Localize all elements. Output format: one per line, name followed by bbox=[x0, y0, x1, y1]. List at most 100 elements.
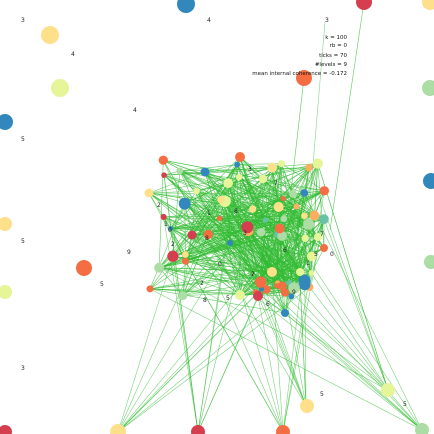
agent-node[interactable] bbox=[415, 423, 429, 434]
cluster-node[interactable] bbox=[319, 214, 329, 225]
cluster-node[interactable] bbox=[258, 286, 265, 292]
cluster-node[interactable] bbox=[300, 189, 309, 197]
cluster-node[interactable] bbox=[235, 290, 245, 300]
agent-node[interactable] bbox=[0, 217, 12, 231]
cluster-node[interactable] bbox=[267, 162, 278, 173]
cluster-node[interactable] bbox=[288, 282, 300, 294]
cluster-node[interactable] bbox=[314, 233, 322, 241]
cluster-node[interactable] bbox=[178, 291, 188, 301]
cluster-node[interactable] bbox=[167, 250, 179, 262]
agent-node[interactable] bbox=[300, 399, 314, 413]
graph-edge bbox=[227, 183, 307, 407]
cluster-node[interactable] bbox=[280, 215, 288, 223]
graph-edge bbox=[204, 171, 301, 273]
cluster-node[interactable] bbox=[158, 155, 168, 165]
cluster-node[interactable] bbox=[160, 213, 167, 220]
cluster-node[interactable] bbox=[273, 201, 284, 212]
cluster-node[interactable] bbox=[262, 217, 269, 223]
agent-node[interactable] bbox=[424, 255, 434, 269]
agent-node[interactable] bbox=[41, 26, 59, 44]
cluster-node[interactable] bbox=[256, 228, 266, 237]
agent-node[interactable] bbox=[422, 80, 434, 96]
cluster-node[interactable] bbox=[319, 186, 330, 196]
cluster-node[interactable] bbox=[182, 251, 189, 258]
graph-edge bbox=[219, 218, 305, 281]
agent-node[interactable] bbox=[422, 0, 434, 10]
cluster-node[interactable] bbox=[227, 240, 233, 246]
left-label: 4 bbox=[71, 51, 75, 58]
graph-edge bbox=[296, 206, 307, 407]
graph-edge bbox=[240, 238, 306, 297]
cluster-node[interactable] bbox=[203, 229, 213, 240]
cluster-node[interactable] bbox=[168, 225, 174, 232]
mid-label: 5 bbox=[320, 391, 324, 398]
cluster-node[interactable] bbox=[277, 231, 288, 241]
cluster-node[interactable] bbox=[235, 152, 245, 162]
cluster-node[interactable] bbox=[320, 244, 328, 252]
agent-node[interactable] bbox=[381, 383, 395, 397]
left-label: 3 bbox=[21, 365, 25, 372]
cluster-node[interactable] bbox=[305, 163, 313, 172]
cluster-node[interactable] bbox=[274, 223, 285, 234]
cluster-label: 5 bbox=[314, 251, 318, 258]
agent-node[interactable] bbox=[276, 425, 290, 434]
cluster-node[interactable] bbox=[312, 158, 323, 169]
graph-edge bbox=[289, 77, 305, 201]
cluster-node[interactable] bbox=[187, 230, 197, 240]
agent-node[interactable] bbox=[356, 0, 372, 10]
graph-edge bbox=[163, 175, 199, 433]
cluster-node[interactable] bbox=[178, 197, 191, 210]
agent-node[interactable] bbox=[296, 70, 312, 86]
cluster-node[interactable] bbox=[288, 293, 295, 300]
cluster-node[interactable] bbox=[154, 262, 165, 273]
cluster-node[interactable] bbox=[261, 285, 271, 294]
cluster-node[interactable] bbox=[234, 161, 241, 168]
agent-node[interactable] bbox=[423, 173, 434, 189]
agent-node[interactable] bbox=[191, 425, 205, 434]
cluster-node[interactable] bbox=[200, 167, 210, 177]
cluster-node[interactable] bbox=[144, 188, 154, 198]
agent-node[interactable] bbox=[76, 260, 92, 276]
cluster-node[interactable] bbox=[293, 203, 300, 210]
graph-edge bbox=[284, 312, 423, 431]
cluster-node[interactable] bbox=[253, 291, 263, 301]
cluster-node[interactable] bbox=[306, 251, 317, 262]
cluster-node[interactable] bbox=[176, 167, 184, 175]
cluster-node[interactable] bbox=[235, 173, 243, 181]
cluster-node[interactable] bbox=[258, 174, 268, 184]
graph-edge bbox=[278, 206, 306, 239]
agent-node[interactable] bbox=[0, 285, 12, 299]
cluster-node[interactable] bbox=[281, 309, 289, 317]
cluster-node[interactable] bbox=[216, 215, 223, 222]
cluster-node[interactable] bbox=[277, 281, 287, 291]
cluster-node[interactable] bbox=[298, 274, 311, 287]
cluster-node[interactable] bbox=[303, 218, 315, 230]
graph-edge bbox=[148, 192, 186, 262]
cluster-node[interactable] bbox=[280, 196, 286, 202]
cluster-node[interactable] bbox=[241, 221, 254, 234]
cluster-node[interactable] bbox=[161, 172, 167, 178]
agent-node[interactable] bbox=[0, 114, 13, 130]
cluster-node[interactable] bbox=[301, 234, 309, 242]
cluster-node[interactable] bbox=[267, 267, 277, 277]
cluster-node[interactable] bbox=[223, 178, 233, 189]
agent-node[interactable] bbox=[177, 0, 195, 13]
cluster-node[interactable] bbox=[146, 285, 154, 293]
cluster-node[interactable] bbox=[254, 276, 267, 288]
graph-labels: 3 4 5 5 5 3 4 3 4 4 5 5 5 3 2 7 8 1 2 0 … bbox=[21, 17, 407, 408]
cluster-node[interactable] bbox=[296, 268, 304, 276]
cluster-node[interactable] bbox=[181, 257, 190, 265]
cluster-node[interactable] bbox=[301, 212, 308, 220]
agent-node[interactable] bbox=[0, 425, 12, 434]
cluster-node[interactable] bbox=[289, 190, 297, 198]
cluster-node[interactable] bbox=[193, 187, 200, 195]
cluster-node[interactable] bbox=[217, 195, 225, 204]
cluster-node[interactable] bbox=[249, 205, 257, 213]
agent-node[interactable] bbox=[110, 424, 126, 434]
cluster-node[interactable] bbox=[308, 270, 315, 276]
cluster-node[interactable] bbox=[309, 210, 320, 221]
cluster-node[interactable] bbox=[277, 160, 285, 168]
agent-node[interactable] bbox=[51, 79, 69, 97]
